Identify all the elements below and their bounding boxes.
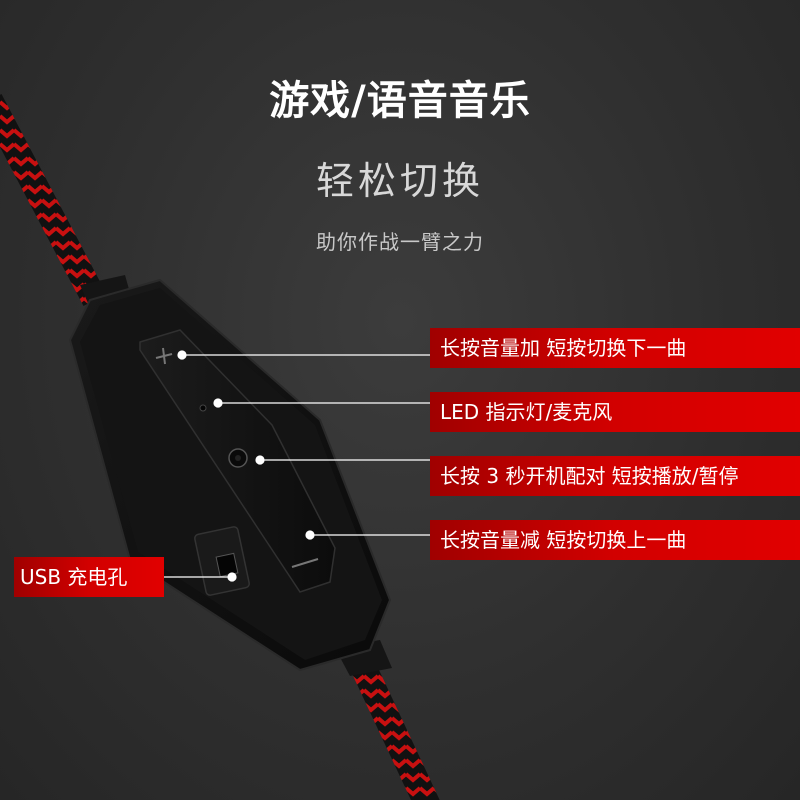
- plus-icon: [155, 347, 173, 365]
- callout-volume-up: 长按音量加 短按切换下一曲: [430, 328, 800, 368]
- page-tagline: 助你作战一臂之力: [316, 230, 484, 254]
- minus-icon: [291, 558, 319, 568]
- callout-led-mic: LED 指示灯/麦克风: [430, 392, 800, 432]
- page-title: 游戏/语音音乐: [269, 78, 531, 124]
- multifunction-button-icon: [228, 448, 248, 468]
- braided-cable-bottom: [348, 654, 440, 800]
- callout-pair-play: 长按 3 秒开机配对 短按播放/暂停: [430, 456, 800, 496]
- led-indicator: [199, 404, 207, 412]
- callout-usb-port: USB 充电孔: [14, 557, 164, 597]
- callout-volume-down: 长按音量减 短按切换上一曲: [430, 520, 800, 560]
- page-subtitle: 轻松切换: [315, 159, 484, 203]
- callout-leader-lines: [160, 350, 432, 582]
- braided-cable-top: [0, 93, 107, 307]
